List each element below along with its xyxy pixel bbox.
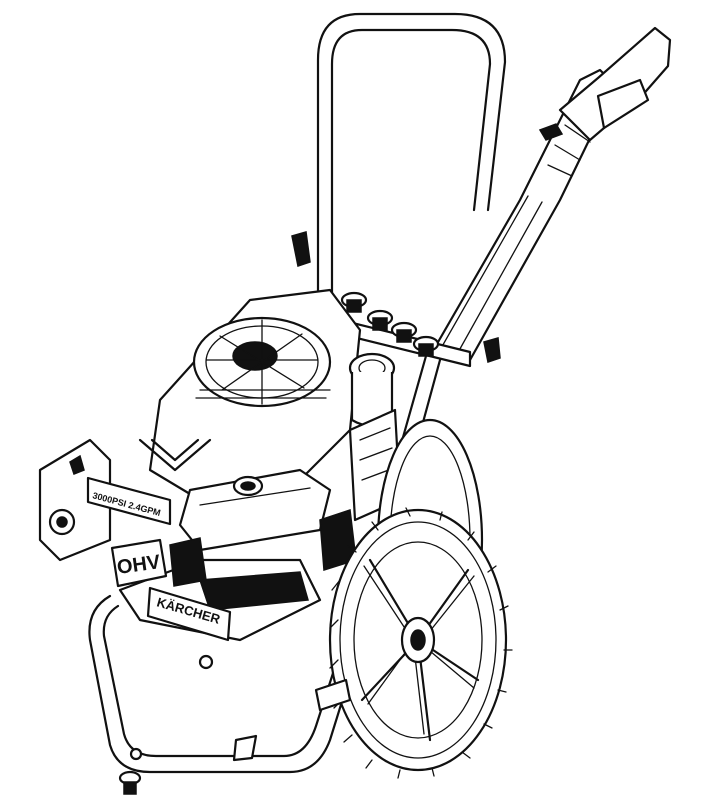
spray-gun (428, 26, 672, 362)
nozzle-tip (412, 335, 440, 357)
cord-hook (483, 337, 501, 363)
nozzle-tip (366, 309, 394, 331)
hose-hook (291, 231, 311, 267)
hose-coupling (314, 678, 352, 712)
engine: 3000PSI 2.4GPM KÄRCHER OHV (38, 288, 402, 642)
base-feet (118, 654, 258, 795)
nozzle-tip (390, 321, 418, 343)
nozzle-tip (340, 291, 368, 313)
front-wheel (328, 507, 513, 779)
